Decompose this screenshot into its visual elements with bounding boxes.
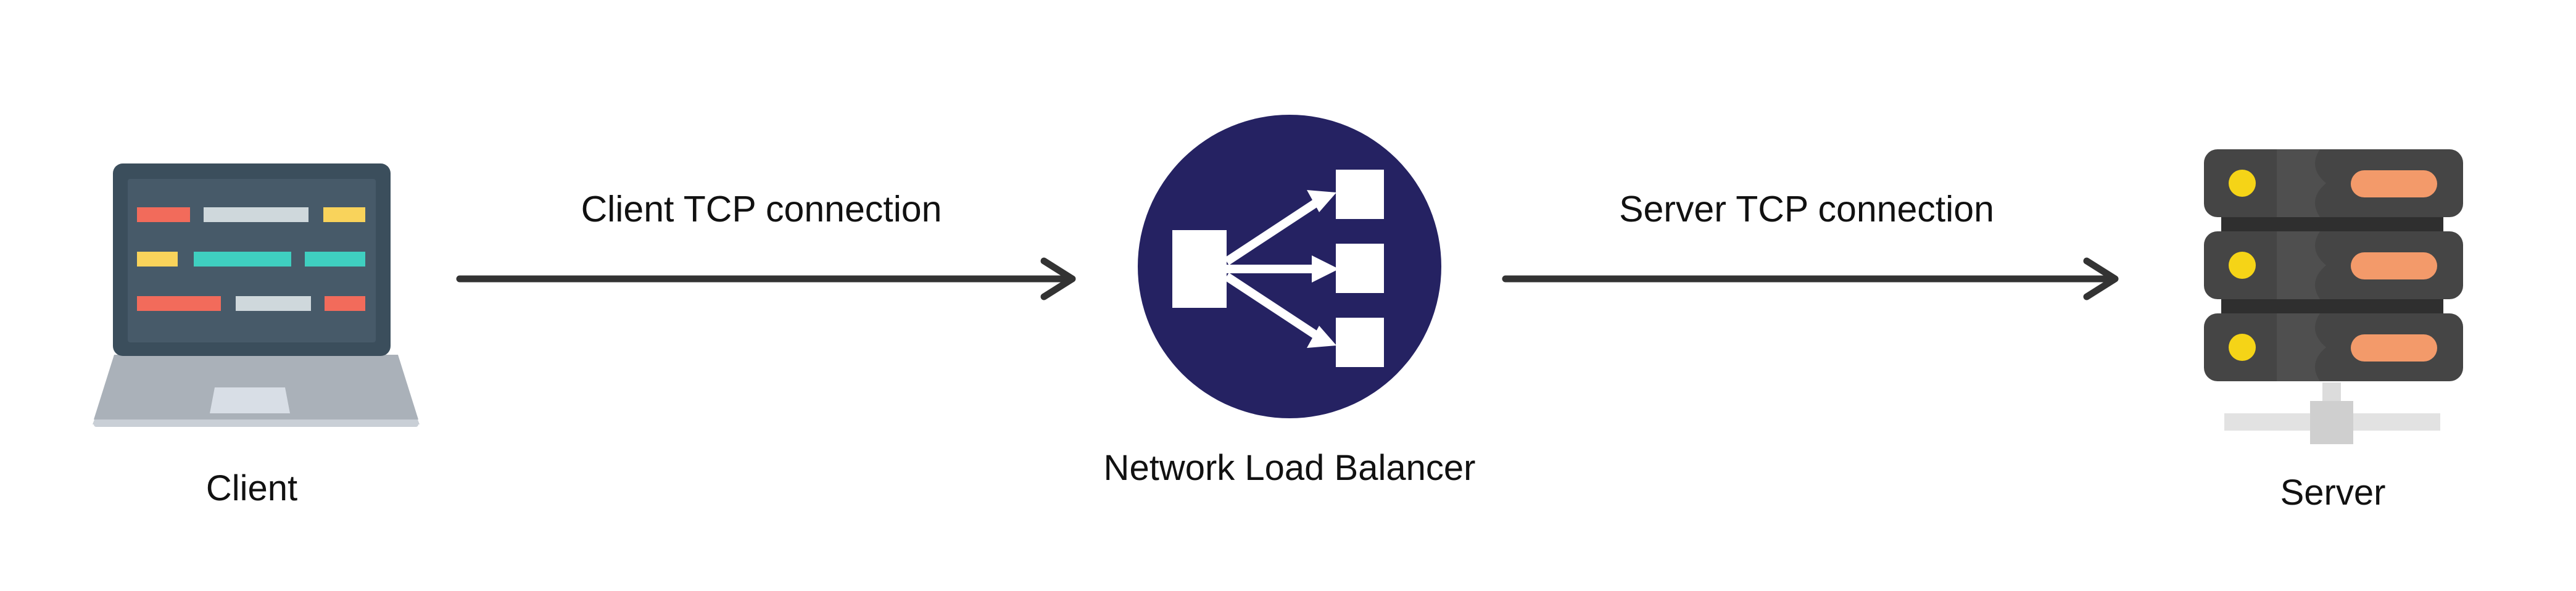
arrow-lb-to-server (1502, 257, 2119, 300)
server-rack-icon (2204, 149, 2463, 444)
server-label: Server (2280, 473, 2386, 513)
load-balancer-icon (1138, 115, 1441, 418)
server-tcp-connection-label: Server TCP connection (1619, 189, 1994, 229)
arrow-client-to-lb (456, 257, 1076, 300)
client-tcp-connection-label: Client TCP connection (581, 189, 942, 229)
laptop-icon (93, 163, 420, 427)
network-load-balancer-label: Network Load Balancer (1103, 448, 1476, 488)
client-label: Client (205, 468, 298, 508)
